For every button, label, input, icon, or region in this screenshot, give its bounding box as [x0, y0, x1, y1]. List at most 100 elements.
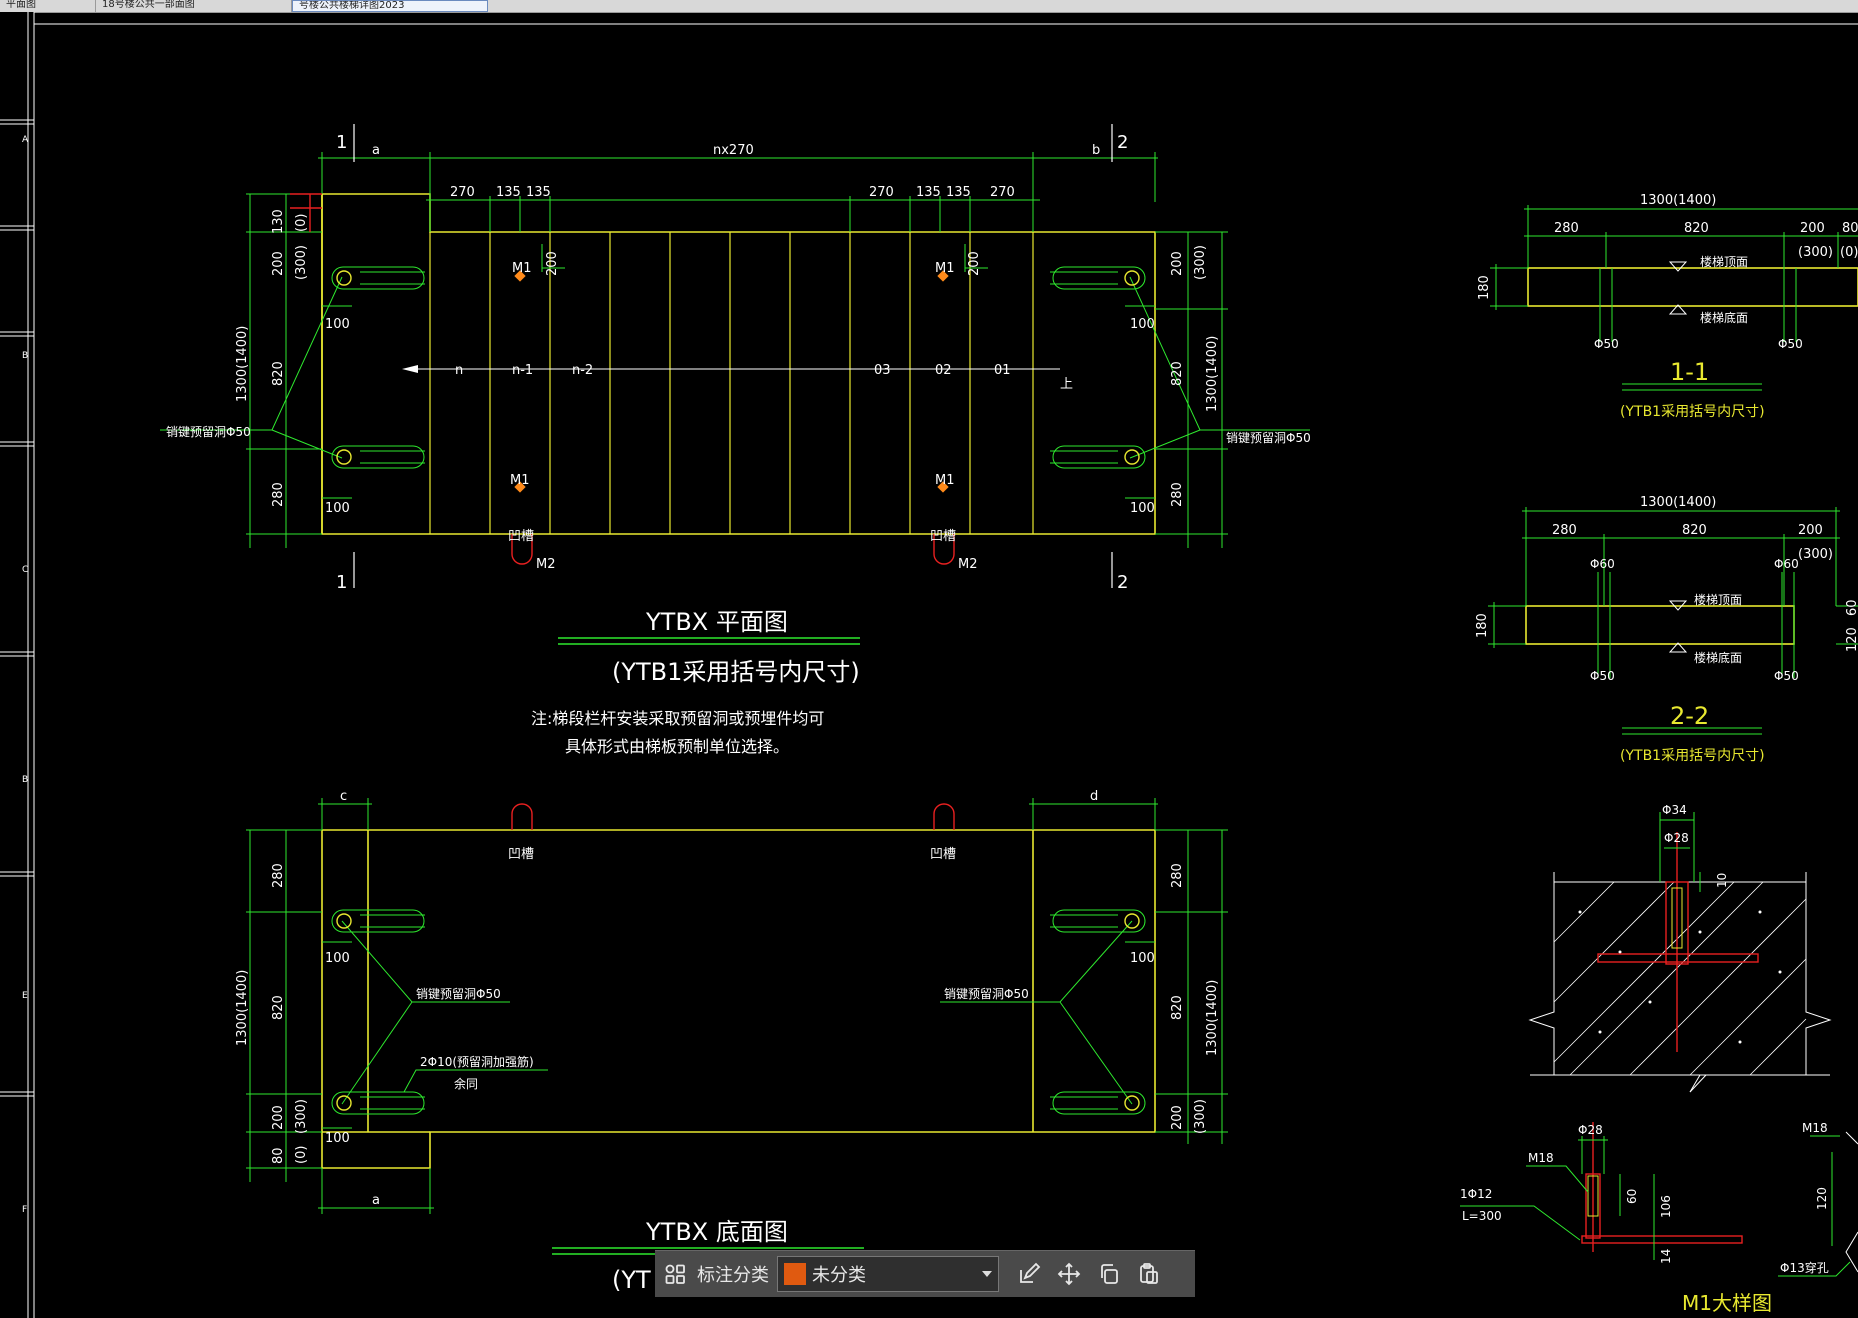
document-tab-bar: 平面图 18号楼公共一部面图 号楼公共楼梯详图2023: [0, 0, 1858, 13]
dim-text: 280: [1170, 482, 1185, 507]
move-icon[interactable]: [1055, 1260, 1083, 1288]
s11-dimension-lines: [1490, 205, 1858, 391]
dim-overall: 1300(1400): [235, 326, 250, 402]
bottom-dimension-lines: [246, 798, 1228, 1214]
s11-slab: [1527, 267, 1858, 307]
top-face-label: 楼梯顶面: [1694, 592, 1742, 607]
copy-icon[interactable]: [1095, 1260, 1123, 1288]
dim-text: 135: [916, 185, 941, 200]
s11-text: 1300(1400) 280 820 200 80 (300) (0) 180 …: [1477, 193, 1858, 351]
hole-label: Φ50: [1774, 669, 1799, 683]
annotation-category-select[interactable]: 未分类: [777, 1256, 999, 1292]
m1-side-text: M18 120 Φ13穿孔: [1780, 1121, 1829, 1275]
section-caption: (YTB1采用括号内尺寸): [1620, 404, 1765, 420]
grid-icon[interactable]: [661, 1260, 689, 1288]
hole-note: 销键预留洞Φ50: [1226, 431, 1311, 445]
walking-arrow: [402, 365, 418, 373]
notch-label: 凹槽: [930, 847, 956, 862]
chevron-down-icon: [982, 1271, 992, 1277]
dim-text: 270: [450, 185, 475, 200]
s22-slab: [1525, 605, 1795, 645]
paste-icon[interactable]: [1135, 1260, 1163, 1288]
plan-outline: [321, 193, 1156, 535]
s22-dimension-lines: [1488, 507, 1858, 735]
dim-text: 820: [1170, 995, 1185, 1020]
plan-leaders: [160, 276, 1310, 459]
dim-text: 10: [1715, 873, 1729, 888]
section-mark: 2: [1117, 132, 1128, 153]
bottom-face-label: 楼梯底面: [1694, 650, 1742, 665]
notch-label: 凹槽: [930, 529, 956, 544]
dim-text: 180: [1477, 275, 1492, 300]
dim-text: (300): [294, 1099, 309, 1134]
embed-label-m2: M2: [536, 557, 556, 572]
ruler-letter: C: [22, 565, 28, 575]
dim-text: 270: [869, 185, 894, 200]
dim-text: 200: [1170, 1105, 1185, 1130]
bottom-view: c d a 凹槽 凹槽 280 820 200 (300) 80 (0) 130…: [235, 789, 1228, 1294]
bolt-thread-label: M18: [1528, 1151, 1554, 1165]
ruler-letter: E: [22, 991, 28, 1001]
plan-title-underline: [558, 637, 860, 645]
m1-side-detail: [1845, 1131, 1858, 1273]
ruler-letter: B: [22, 775, 28, 785]
dim-text: 100: [325, 951, 350, 966]
hole-label: Φ13穿孔: [1780, 1260, 1829, 1275]
tab-plan[interactable]: 平面图: [0, 0, 96, 12]
m1-concrete-block: [1528, 872, 1832, 1093]
dim-text: 820: [1684, 221, 1709, 236]
dim-text: Φ34: [1662, 803, 1687, 817]
cad-canvas[interactable]: A B C B E F: [0, 12, 1858, 1318]
dim-text: (300): [1798, 547, 1833, 562]
dim-text: 820: [271, 995, 286, 1020]
m1-side-dims: [1778, 1135, 1851, 1277]
section-mark-1-1: 1-1: [1670, 358, 1709, 386]
section-mark: 1: [336, 572, 347, 593]
bar-note-2: 余同: [454, 1076, 478, 1091]
dim-text: 14: [1659, 1249, 1673, 1264]
notch-label: 凹槽: [508, 847, 534, 862]
dim-total: nx270: [713, 143, 754, 158]
annotation-category-label: 标注分类: [697, 1265, 769, 1286]
dim-text: 135: [946, 185, 971, 200]
embed-label-m1: M1: [935, 261, 955, 276]
bar-label: 1Φ12: [1460, 1187, 1492, 1201]
dim-overall: 1300(1400): [1640, 495, 1716, 510]
dim-text: 120: [1845, 627, 1858, 652]
embed-label-m1: M1: [935, 473, 955, 488]
dim-text: 200: [271, 1105, 286, 1130]
m1-hatch: [1553, 881, 1807, 1076]
s11-caption: 1-1 (YTB1采用括号内尺寸): [1620, 358, 1765, 420]
dim-overall: 1300(1400): [1205, 336, 1220, 412]
s22-caption: 2-2 (YTB1采用括号内尺寸): [1620, 702, 1765, 764]
m1-detail-title: M1大样图: [1682, 1291, 1772, 1315]
dim-text: Φ28: [1664, 831, 1689, 845]
dim-text: 270: [990, 185, 1015, 200]
dim-text: (300): [1193, 1099, 1208, 1134]
tab-section[interactable]: 18号楼公共一部面图: [96, 0, 292, 12]
embed-markers: [514, 270, 949, 493]
dim-text: 130: [271, 209, 286, 234]
edit-icon[interactable]: [1015, 1260, 1043, 1288]
top-face-label: 楼梯顶面: [1700, 254, 1748, 269]
bottom-title: YTBX 底面图: [645, 1218, 788, 1246]
plan-holes: [336, 270, 1140, 465]
m1-bolt-text: Φ28 M18 1Φ12 L=300 60 106 14: [1460, 1123, 1673, 1264]
bolt-thread-label: M18: [1802, 1121, 1828, 1135]
step-label: n: [455, 363, 463, 378]
section-mark: 2: [1117, 572, 1128, 593]
section-mark-2-2: 2-2: [1670, 702, 1709, 730]
embed-label-m1: M1: [510, 473, 530, 488]
tab-stair-detail[interactable]: 号楼公共楼梯详图2023: [292, 0, 488, 12]
dim-text: 200: [1170, 251, 1185, 276]
dim-text: 60: [1625, 1189, 1639, 1204]
step-label: n-1: [512, 363, 533, 378]
m1-anchor-outline: [1671, 887, 1683, 949]
ruler-letter: A: [22, 135, 29, 145]
m1-embed-steel: [1597, 832, 1759, 1052]
hole-label: Φ60: [1590, 557, 1615, 571]
dim-text: 180: [1475, 613, 1490, 638]
dim-text: 100: [325, 1131, 350, 1146]
plan-step-lines: [429, 232, 1034, 534]
dim-text: (0): [294, 1146, 309, 1164]
